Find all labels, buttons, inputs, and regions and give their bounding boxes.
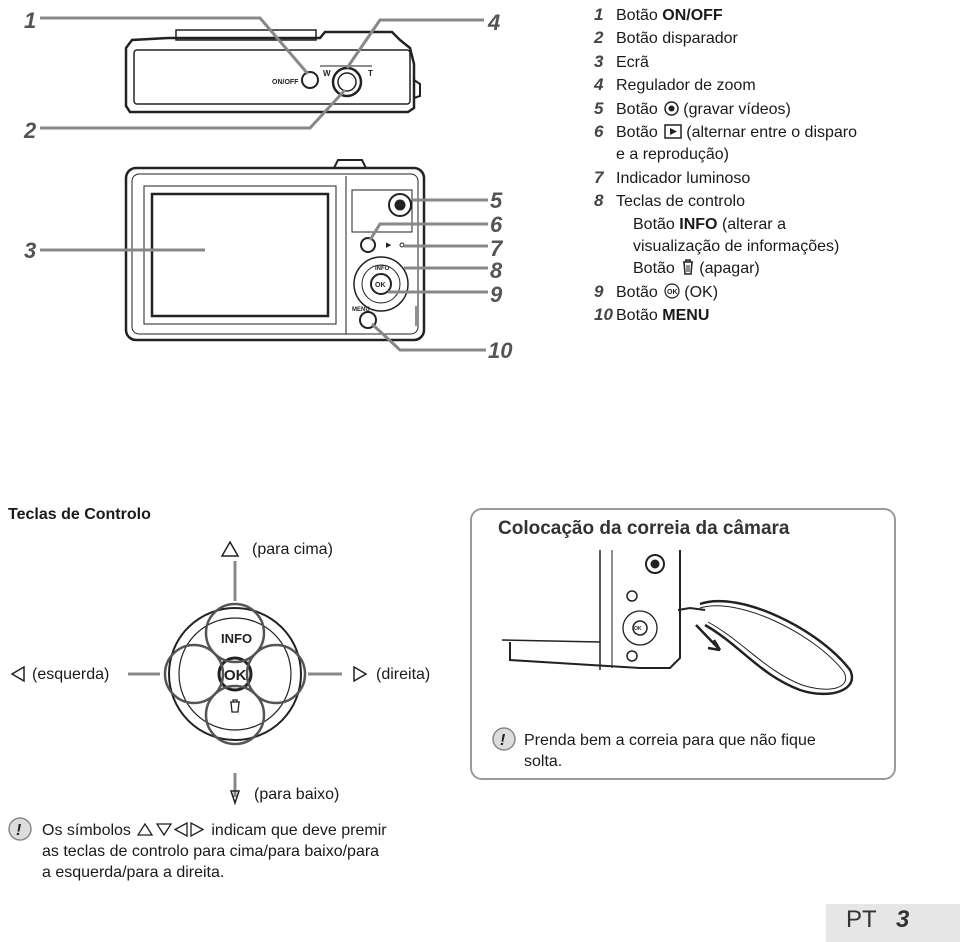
zoom-w-label: W [323, 69, 331, 78]
ctl-info-label: INFO [221, 631, 252, 646]
callout-1: 1 [24, 8, 37, 33]
svg-text:!: ! [16, 822, 22, 839]
parts-item-8-trash: Botão (apagar) [633, 259, 760, 278]
camera-back-view [124, 159, 426, 342]
caution-icon: ! [8, 817, 32, 841]
label-left: (esquerda) [32, 666, 110, 683]
direction-symbols-icon [137, 822, 205, 837]
page-footer-tab [826, 904, 960, 942]
svg-text:!: ! [500, 732, 506, 749]
svg-text:▶: ▶ [386, 242, 392, 249]
callout-6: 6 [490, 212, 503, 237]
callout-9: 9 [490, 282, 503, 307]
svg-text:OK: OK [667, 289, 678, 296]
callout-10: 10 [488, 338, 513, 363]
ok-icon: OK [664, 283, 680, 299]
callout-5: 5 [490, 188, 503, 213]
ctl-down-key[interactable] [204, 684, 266, 746]
right-arrow-icon [353, 666, 368, 682]
label-down: (para baixo) [254, 786, 340, 803]
dial-info-label: INFO [375, 266, 390, 272]
strap-title: Colocação da correia da câmara [498, 518, 790, 539]
strap-warning: Prenda bem a correia para que não fique … [524, 732, 816, 770]
left-arrow-icon [10, 666, 25, 682]
movie-button[interactable] [388, 193, 412, 217]
movie-record-icon [664, 100, 680, 116]
camera-top-view [124, 29, 421, 114]
control-keys-diagram: INFO OK [128, 540, 342, 806]
parts-item-6-cont: e a reprodução) [616, 146, 729, 164]
strap-panel [470, 508, 896, 780]
callout-7: 7 [490, 236, 503, 261]
callout-2: 2 [24, 118, 37, 143]
callout-3: 3 [24, 238, 37, 263]
ctl-left-key[interactable] [163, 643, 225, 705]
ctl-ok-button[interactable] [217, 656, 253, 692]
ctl-ok-label: OK [224, 667, 247, 684]
callout-8: 8 [490, 258, 503, 283]
callout-4: 4 [488, 10, 501, 35]
indicator-lamp [399, 242, 405, 248]
page-number: 3 [896, 906, 910, 933]
up-arrow-icon [220, 540, 240, 557]
down-arrow-icon [229, 790, 241, 806]
callout-lines [40, 16, 488, 352]
trash-icon [683, 259, 694, 276]
control-keys-title: Teclas de Controlo [8, 506, 151, 523]
playback-icon [664, 124, 683, 139]
parts-item-8-info: Botão INFO (alterar a [633, 215, 786, 233]
ok-button[interactable] [370, 273, 392, 295]
on-off-label: ON/OFF [272, 79, 299, 86]
camera-diagram: ON/OFF W T ▶ INFO OK MENU [40, 16, 488, 352]
language-code: PT [846, 906, 877, 933]
dial-ok-label: OK [375, 282, 386, 289]
on-off-button[interactable] [301, 71, 319, 89]
playback-button[interactable] [360, 237, 376, 253]
label-up: (para cima) [252, 541, 333, 558]
ctl-up-key[interactable] [204, 602, 266, 664]
monitor-screen [150, 192, 330, 318]
menu-label: MENU [352, 307, 370, 313]
control-dial[interactable] [353, 256, 409, 312]
ctl-trash-icon [230, 699, 240, 713]
svg-text:OK: OK [634, 626, 642, 632]
strap-illustration: OK [501, 550, 854, 696]
parts-item-8-info-cont: visualização de informações) [633, 238, 840, 256]
label-right: (direita) [376, 666, 431, 683]
shutter-button[interactable] [331, 66, 363, 98]
zoom-t-label: T [368, 69, 373, 78]
control-note: Os símbolos indicam que deve premir as t… [42, 822, 387, 881]
ctl-right-key[interactable] [245, 643, 307, 705]
strap-caution-icon: ! [492, 727, 516, 751]
menu-button[interactable] [359, 311, 377, 329]
